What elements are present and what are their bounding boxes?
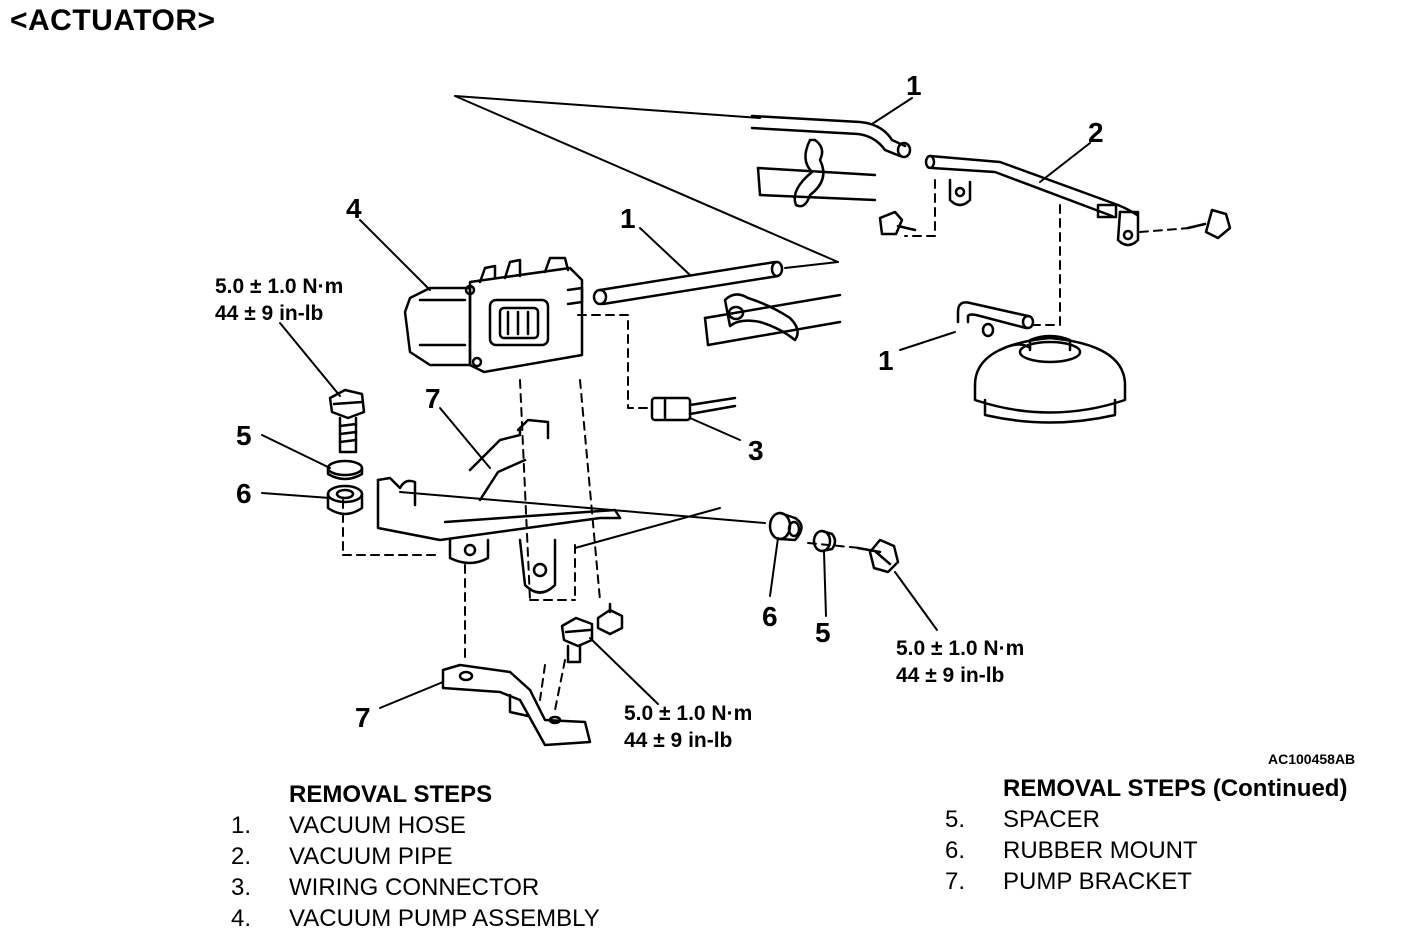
torque-bottom-nm: 5.0 ± 1.0 N·m <box>624 702 752 725</box>
list-item: 3. WIRING CONNECTOR <box>231 872 600 903</box>
vacuum-hose-upper <box>750 114 912 208</box>
bolt-right <box>856 538 900 574</box>
step-label: VACUUM HOSE <box>289 812 466 839</box>
step-number: 6. <box>945 837 966 864</box>
figure-id: AC100458AB <box>1268 751 1355 767</box>
callout-leaders <box>261 97 1091 709</box>
pump-bracket-upper <box>376 418 622 594</box>
step-label: VACUUM PIPE <box>289 843 453 870</box>
pump-bracket-lower <box>441 663 592 747</box>
reference-lines <box>399 95 839 549</box>
callout-7-upper: 7 <box>425 383 441 414</box>
callout-2: 2 <box>1088 117 1104 148</box>
pipe-mounting-bolts <box>878 208 1232 240</box>
bolt-bottom <box>560 602 624 664</box>
step-number: 3. <box>231 874 252 901</box>
list-item: 7. PUMP BRACKET <box>945 866 1347 897</box>
vacuum-hose-lower-right <box>956 301 1035 338</box>
vacuum-hose-middle <box>592 260 842 347</box>
callout-5-right: 5 <box>815 617 831 648</box>
spacer-right <box>812 529 837 553</box>
callout-7-lower: 7 <box>355 702 371 733</box>
step-label: VACUUM PUMP ASSEMBLY <box>289 905 600 932</box>
callout-6-left: 6 <box>236 478 252 509</box>
vacuum-pump-assembly <box>403 256 584 374</box>
callout-1-top: 1 <box>906 70 922 101</box>
step-label: RUBBER MOUNT <box>1003 837 1198 864</box>
callout-1-middle: 1 <box>620 203 636 234</box>
callout-3: 3 <box>748 435 764 466</box>
actuator-diaphragm <box>973 334 1127 424</box>
torque-right-nm: 5.0 ± 1.0 N·m <box>896 637 1024 660</box>
rubber-mount-left <box>326 484 364 516</box>
step-number: 4. <box>231 905 252 932</box>
dashed-guide-lines <box>342 179 1191 711</box>
step-number: 5. <box>945 806 966 833</box>
removal-steps-continued-list: REMOVAL STEPS (Continued) 5. SPACER 6. R… <box>945 773 1347 897</box>
step-label: SPACER <box>1003 806 1100 833</box>
step-label: PUMP BRACKET <box>1003 868 1192 895</box>
torque-upper-left-nm: 5.0 ± 1.0 N·m <box>215 275 343 298</box>
removal-steps-continued-heading: REMOVAL STEPS (Continued) <box>1003 775 1348 802</box>
removal-steps-heading: REMOVAL STEPS <box>289 781 493 808</box>
step-number: 2. <box>231 843 252 870</box>
callout-6-right: 6 <box>762 601 778 632</box>
step-label: WIRING CONNECTOR <box>289 874 540 901</box>
callout-4: 4 <box>346 193 362 224</box>
list-item: 1. VACUUM HOSE <box>231 810 600 841</box>
list-item: 5. SPACER <box>945 804 1347 835</box>
torque-bottom-inlb: 44 ± 9 in-lb <box>624 729 732 752</box>
callout-5-left: 5 <box>236 420 252 451</box>
page-title: <ACTUATOR> <box>10 4 216 37</box>
torque-upper-left-inlb: 44 ± 9 in-lb <box>215 302 323 325</box>
rubber-mount-right <box>768 511 803 542</box>
step-number: 7. <box>945 868 966 895</box>
wiring-connector <box>650 396 737 422</box>
removal-steps-list: REMOVAL STEPS 1. VACUUM HOSE 2. VACUUM P… <box>231 779 600 934</box>
list-item: 6. RUBBER MOUNT <box>945 835 1347 866</box>
list-item: 2. VACUUM PIPE <box>231 841 600 872</box>
torque-right-inlb: 44 ± 9 in-lb <box>896 664 1004 687</box>
list-item: 4. VACUUM PUMP ASSEMBLY <box>231 903 600 934</box>
vacuum-pipe <box>924 154 1140 247</box>
bolt-left <box>328 388 366 454</box>
spacer-left <box>326 459 364 481</box>
callout-1-right: 1 <box>878 345 894 376</box>
step-number: 1. <box>231 812 252 839</box>
